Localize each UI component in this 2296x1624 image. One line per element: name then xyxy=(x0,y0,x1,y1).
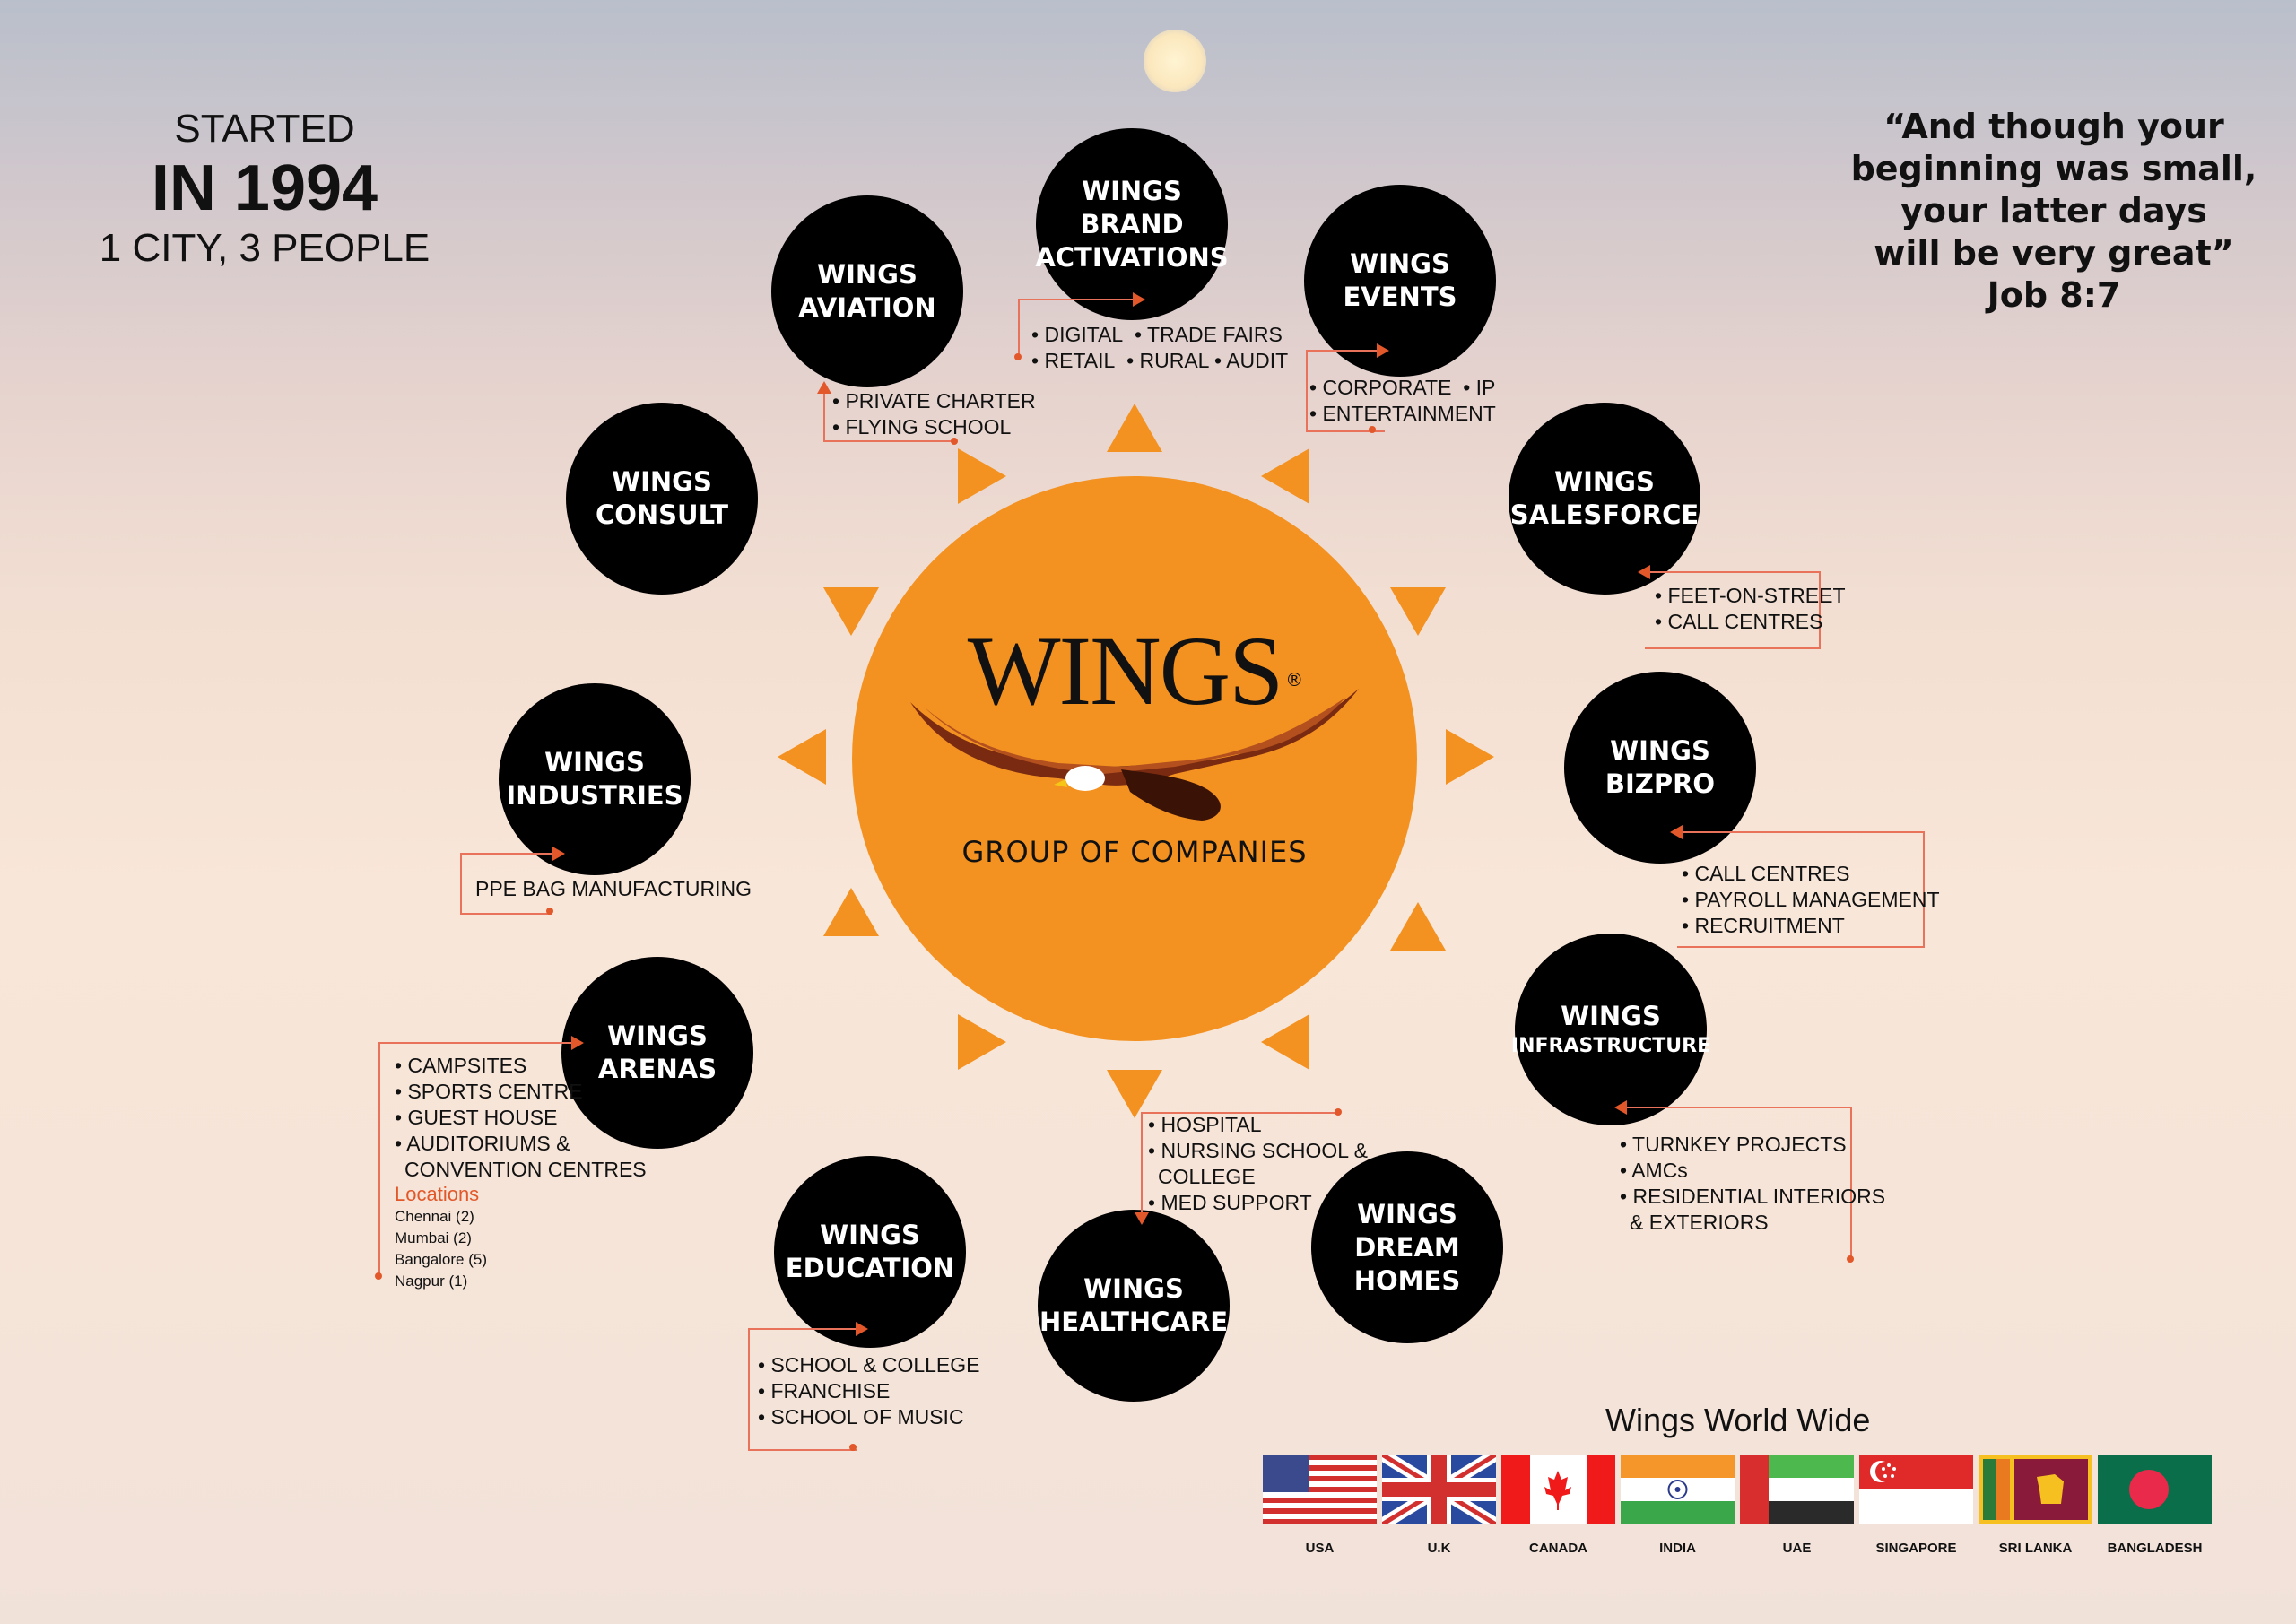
center-logo-circle: WINGS® GROUP OF COMPANIES xyxy=(852,476,1417,1041)
arrow-right-icon xyxy=(571,1036,584,1050)
started-subtitle: 1 CITY, 3 PEOPLE xyxy=(99,226,430,270)
uk-flag-icon xyxy=(1382,1455,1496,1524)
company-salesforce[interactable]: WINGS SALESFORCE xyxy=(1509,403,1700,595)
quote-line: will be very great” xyxy=(1874,233,2234,273)
arrow-down-icon xyxy=(1135,1212,1149,1225)
salesforce-details: FEET-ON-STREET CALL CENTRES xyxy=(1655,583,1845,635)
arenas-details: CAMPSITES SPORTS CENTRE GUEST HOUSE AUDI… xyxy=(395,1053,647,1292)
flag-india: INDIA xyxy=(1621,1455,1735,1556)
ray-triangle xyxy=(823,888,879,936)
company-industries[interactable]: WINGS INDUSTRIES xyxy=(499,683,691,875)
company-infrastructure[interactable]: WINGS INFRASTRUCTURE xyxy=(1511,934,1710,1125)
connector-dot xyxy=(849,1444,857,1451)
connector-dot xyxy=(1847,1255,1854,1263)
flag-canada: CANADA xyxy=(1501,1455,1615,1556)
group-of-companies-label: GROUP OF COMPANIES xyxy=(961,835,1308,869)
connector-dot xyxy=(546,908,553,915)
ray-triangle xyxy=(1107,404,1162,452)
company-consult[interactable]: WINGS CONSULT xyxy=(566,403,758,595)
company-aviation[interactable]: WINGS AVIATION xyxy=(771,195,963,387)
education-details: SCHOOL & COLLEGE FRANCHISE SCHOOL OF MUS… xyxy=(758,1352,979,1430)
flag-uk: U.K xyxy=(1382,1455,1496,1556)
quote-line: “And though your xyxy=(1883,107,2224,146)
healthcare-details: HOSPITAL NURSING SCHOOL & COLLEGE MED SU… xyxy=(1148,1112,1368,1216)
worldwide-title: Wings World Wide xyxy=(1605,1402,1871,1438)
ray-triangle xyxy=(1390,587,1446,636)
company-brand-activations[interactable]: WINGS BRAND ACTIVATIONS xyxy=(1035,128,1229,320)
company-education[interactable]: WINGS EDUCATION xyxy=(774,1156,966,1348)
quote-line: beginning was small, xyxy=(1850,149,2257,188)
arrow-up-icon xyxy=(817,381,831,394)
flag-uae: UAE xyxy=(1740,1455,1854,1556)
arrow-left-icon xyxy=(1614,1100,1627,1115)
ray-triangle xyxy=(1107,1070,1162,1118)
connector-line xyxy=(748,1328,857,1451)
company-healthcare[interactable]: WINGS HEALTHCARE xyxy=(1038,1210,1230,1402)
aviation-details: PRIVATE CHARTER FLYING SCHOOL xyxy=(832,388,1035,440)
bizpro-details: CALL CENTRES PAYROLL MANAGEMENT RECRUITM… xyxy=(1682,861,1939,939)
connector-line xyxy=(1306,350,1385,432)
industries-details: PPE BAG MANUFACTURING xyxy=(475,877,752,900)
started-year: IN 1994 xyxy=(151,152,378,224)
arrow-right-icon xyxy=(856,1322,868,1336)
quote-line: your latter days xyxy=(1900,191,2207,230)
flag-bangladesh: BANGLADESH xyxy=(2098,1455,2212,1556)
usa-flag-icon xyxy=(1263,1455,1377,1524)
quote-reference: Job 8:7 xyxy=(1987,275,2121,315)
ray-triangle xyxy=(1390,902,1446,951)
ray-triangle xyxy=(778,729,826,785)
flag-usa: USA xyxy=(1263,1455,1377,1556)
flag-singapore: SINGAPORE xyxy=(1859,1455,1973,1556)
bangladesh-flag-icon xyxy=(2098,1455,2212,1524)
arrow-right-icon xyxy=(1133,292,1145,307)
started-label: STARTED xyxy=(174,107,355,151)
ray-triangle xyxy=(958,1014,1006,1070)
locations-heading: Locations xyxy=(395,1183,480,1205)
brand-activations-details: DIGITAL TRADE FAIRS RETAIL RURAL AUDIT xyxy=(1031,322,1288,374)
connector-line xyxy=(460,853,552,915)
connector-dot xyxy=(1369,426,1376,433)
connector-dot xyxy=(1014,353,1022,360)
sun-graphic xyxy=(1144,30,1206,92)
connector-line xyxy=(1018,299,1136,358)
sri-lanka-flag-icon xyxy=(1979,1455,2092,1524)
ray-triangle xyxy=(1261,1014,1309,1070)
company-dream-homes[interactable]: WINGS DREAM HOMES xyxy=(1311,1151,1503,1343)
connector-dot xyxy=(951,438,958,445)
arrow-left-icon xyxy=(1670,825,1683,839)
singapore-flag-icon xyxy=(1859,1455,1973,1524)
connector-dot xyxy=(375,1272,382,1280)
arrow-right-icon xyxy=(552,847,565,861)
ray-triangle xyxy=(823,587,879,636)
arrow-right-icon xyxy=(1377,343,1389,358)
bible-quote: “And though your beginning was small, yo… xyxy=(1848,106,2260,317)
registered-mark: ® xyxy=(1285,669,1303,690)
company-events[interactable]: WINGS EVENTS xyxy=(1304,185,1496,377)
flag-sri-lanka: SRI LANKA xyxy=(1979,1455,2092,1556)
india-flag-icon xyxy=(1621,1455,1735,1524)
connector-line xyxy=(378,1042,573,1277)
ray-triangle xyxy=(1261,448,1309,504)
arrow-left-icon xyxy=(1638,565,1650,579)
ray-triangle xyxy=(958,448,1006,504)
country-flags: USA U.K CANADA INDIA UAE xyxy=(1263,1455,2212,1556)
events-details: CORPORATE IP ENTERTAINMENT xyxy=(1309,375,1496,427)
canada-flag-icon xyxy=(1501,1455,1615,1524)
wings-logo-text: WINGS® xyxy=(967,616,1304,725)
eagle-icon xyxy=(910,689,1359,821)
infrastructure-details: TURNKEY PROJECTS AMCs RESIDENTIAL INTERI… xyxy=(1620,1132,1885,1236)
started-info: STARTED IN 1994 1 CITY, 3 PEOPLE xyxy=(81,106,448,273)
ray-triangle xyxy=(1446,729,1494,785)
uae-flag-icon xyxy=(1740,1455,1854,1524)
connector-line xyxy=(823,389,956,442)
